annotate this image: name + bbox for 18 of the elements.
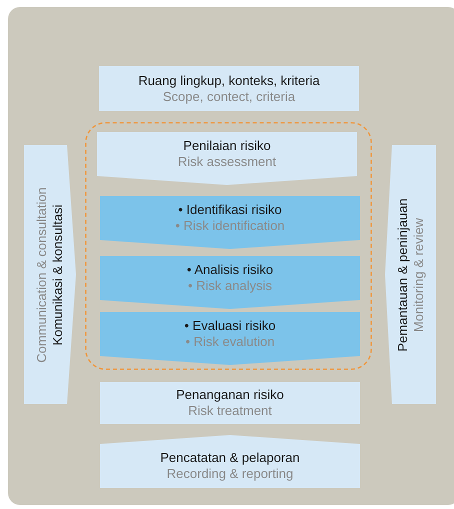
step-translation: Communication & consultation: [34, 186, 50, 362]
step-translation: • Risk analysis: [188, 278, 272, 294]
step-title: • Evaluasi risiko: [184, 318, 276, 334]
step-translation: • Risk evalution: [185, 334, 275, 350]
step-translation: Recording & reporting: [166, 466, 294, 482]
step-title: Pemantauan & peninjauan: [394, 198, 410, 352]
step-translation: Risk assessment: [178, 154, 276, 170]
step-title: • Analisis risiko: [186, 262, 274, 278]
step-translation: Monitoring & review: [410, 217, 426, 332]
step-translation: Scope, contect, criteria: [162, 88, 296, 104]
step-title: Komunikasi & konsultasi: [50, 204, 66, 345]
step-title: Penanganan risiko: [176, 387, 284, 403]
step-title: Ruang lingkup, konteks, kriteria: [138, 72, 320, 88]
step-title: • Identifikasi risiko: [178, 202, 282, 218]
step-translation: Risk treatment: [188, 403, 272, 419]
step-title: Penilaian risiko: [183, 138, 271, 154]
step-translation: • Risk identification: [175, 218, 285, 234]
step-title: Pencatatan & pelaporan: [160, 450, 300, 466]
